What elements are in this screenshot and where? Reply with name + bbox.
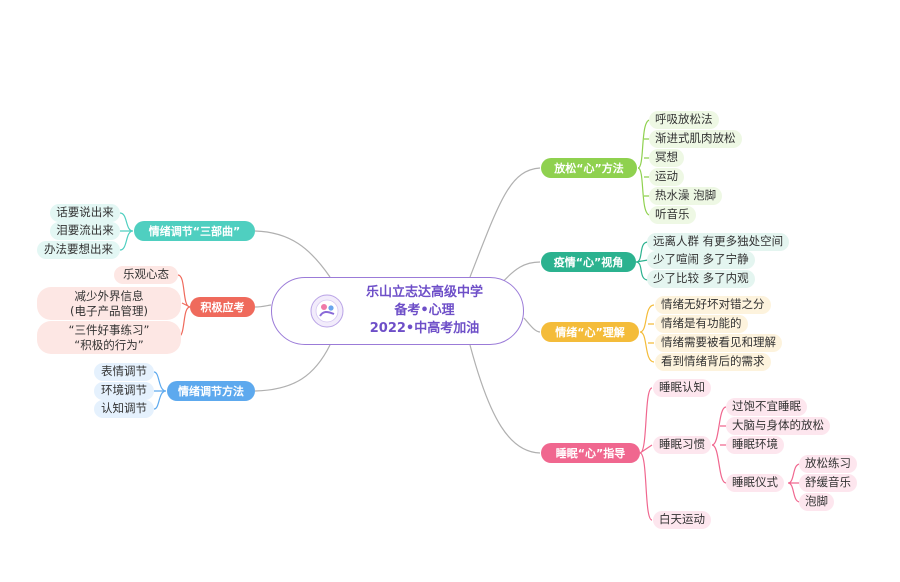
leaf-ritual-3[interactable]: 泡脚 xyxy=(799,493,834,511)
leaf-methods-1[interactable]: 表情调节 xyxy=(94,363,154,381)
title-line-2: 备考•心理 xyxy=(394,303,455,318)
leaf-emotion-1[interactable]: 情绪无好坏对错之分 xyxy=(655,296,771,314)
leaf-positive-3[interactable]: “三件好事练习” “积极的行为” xyxy=(37,321,181,354)
branch-relax[interactable]: 放松“心”方法 xyxy=(541,158,637,178)
leaf-label: 情绪是有功能的 xyxy=(661,316,742,331)
leaf-label: 看到情绪背后的需求 xyxy=(661,354,765,369)
leaf-habit-4[interactable]: 睡眠仪式 xyxy=(726,474,784,492)
branch-emotion-methods-label: 情绪调节方法 xyxy=(178,384,244,398)
title-line-1: 乐山立志达高级中学 xyxy=(365,285,483,300)
school-logo-icon xyxy=(310,294,344,328)
leaf-label: 大脑与身体的放松 xyxy=(732,418,824,433)
branch-positive-exam[interactable]: 积极应考 xyxy=(190,297,255,317)
branch-sleep-label: 睡眠“心”指导 xyxy=(555,446,626,460)
leaf-relax-6[interactable]: 听音乐 xyxy=(649,206,696,224)
leaf-relax-3[interactable]: 冥想 xyxy=(649,149,684,167)
branch-emotion-methods[interactable]: 情绪调节方法 xyxy=(167,381,255,401)
leaf-label: 渐进式肌肉放松 xyxy=(655,131,736,146)
leaf-label: 放松练习 xyxy=(805,456,851,471)
leaf-epidemic-2[interactable]: 少了喧闹 多了宁静 xyxy=(647,251,755,269)
branch-three-parts[interactable]: 情绪调节“三部曲” xyxy=(134,221,255,241)
leaf-methods-2[interactable]: 环境调节 xyxy=(94,382,154,400)
branch-epidemic[interactable]: 疫情“心”视角 xyxy=(541,252,636,272)
leaf-positive-1[interactable]: 乐观心态 xyxy=(114,266,178,284)
leaf-positive-3-line-2: “积极的行为” xyxy=(74,337,144,352)
leaf-positive-2[interactable]: 减少外界信息 (电子产品管理) xyxy=(37,287,181,320)
leaf-habit-1[interactable]: 过饱不宜睡眠 xyxy=(726,398,807,416)
leaf-label: 睡眠习惯 xyxy=(659,437,705,452)
leaf-label: 表情调节 xyxy=(101,364,147,379)
leaf-label: 少了比较 多了内观 xyxy=(653,271,749,286)
leaf-label: 环境调节 xyxy=(101,383,147,398)
leaf-label: 睡眠认知 xyxy=(659,380,705,395)
branch-relax-label: 放松“心”方法 xyxy=(554,161,624,175)
branch-emotion-understanding[interactable]: 情绪“心”理解 xyxy=(541,322,639,342)
leaf-emotion-2[interactable]: 情绪是有功能的 xyxy=(655,315,748,333)
leaf-three-parts-3[interactable]: 办法要想出来 xyxy=(37,241,120,259)
branch-epidemic-label: 疫情“心”视角 xyxy=(553,255,624,269)
branch-sleep[interactable]: 睡眠“心”指导 xyxy=(541,443,640,463)
leaf-positive-2-line-2: (电子产品管理) xyxy=(70,303,148,318)
leaf-label: 舒缓音乐 xyxy=(805,475,851,490)
leaf-sleep-cognition[interactable]: 睡眠认知 xyxy=(653,379,711,397)
leaf-label: 过饱不宜睡眠 xyxy=(732,399,801,414)
leaf-label: 睡眠仪式 xyxy=(732,475,778,490)
branch-positive-exam-label: 积极应考 xyxy=(200,300,245,314)
leaf-emotion-4[interactable]: 看到情绪背后的需求 xyxy=(655,353,771,371)
title-line-3: 2022•中高考加油 xyxy=(369,321,480,336)
leaf-label: 运动 xyxy=(655,169,678,184)
central-topic-title: 乐山立志达高级中学 备考•心理 2022•中高考加油 xyxy=(332,284,517,338)
leaf-label: 认知调节 xyxy=(101,401,147,416)
leaf-three-parts-2[interactable]: 泪要流出来 xyxy=(50,222,120,240)
leaf-sleep-daytime-exercise[interactable]: 白天运动 xyxy=(653,511,711,529)
leaf-emotion-3[interactable]: 情绪需要被看见和理解 xyxy=(655,334,782,352)
leaf-label: 呼吸放松法 xyxy=(655,112,713,127)
leaf-sleep-habits[interactable]: 睡眠习惯 xyxy=(653,436,711,454)
leaf-label: 远离人群 有更多独处空间 xyxy=(653,234,784,249)
leaf-label: 办法要想出来 xyxy=(44,242,113,257)
leaf-label: 情绪需要被看见和理解 xyxy=(661,335,776,350)
leaf-relax-1[interactable]: 呼吸放松法 xyxy=(649,111,719,129)
leaf-label: 白天运动 xyxy=(659,512,705,527)
leaf-label: 情绪无好坏对错之分 xyxy=(661,297,765,312)
branch-three-parts-label: 情绪调节“三部曲” xyxy=(148,224,241,238)
leaf-label: 泡脚 xyxy=(805,494,828,509)
central-topic[interactable]: 乐山立志达高级中学 备考•心理 2022•中高考加油 xyxy=(271,277,524,345)
leaf-three-parts-1[interactable]: 话要说出来 xyxy=(50,204,120,222)
leaf-relax-2[interactable]: 渐进式肌肉放松 xyxy=(649,130,742,148)
leaf-label: 听音乐 xyxy=(655,207,690,222)
leaf-label: 泪要流出来 xyxy=(56,223,114,238)
leaf-ritual-1[interactable]: 放松练习 xyxy=(799,455,857,473)
leaf-label: 热水澡 泡脚 xyxy=(655,188,717,203)
leaf-label: 少了喧闹 多了宁静 xyxy=(653,252,749,267)
branch-emotion-understanding-label: 情绪“心”理解 xyxy=(555,325,625,339)
leaf-label: 睡眠环境 xyxy=(732,437,778,452)
leaf-relax-4[interactable]: 运动 xyxy=(649,168,684,186)
leaf-ritual-2[interactable]: 舒缓音乐 xyxy=(799,474,857,492)
leaf-methods-3[interactable]: 认知调节 xyxy=(94,400,154,418)
leaf-label: 冥想 xyxy=(655,150,678,165)
leaf-label: 乐观心态 xyxy=(123,267,169,282)
leaf-habit-2[interactable]: 大脑与身体的放松 xyxy=(726,417,830,435)
leaf-positive-2-line-1: 减少外界信息 xyxy=(74,288,144,303)
leaf-epidemic-3[interactable]: 少了比较 多了内观 xyxy=(647,270,755,288)
leaf-relax-5[interactable]: 热水澡 泡脚 xyxy=(649,187,723,205)
leaf-positive-3-line-1: “三件好事练习” xyxy=(68,322,150,337)
leaf-label: 话要说出来 xyxy=(56,205,114,220)
leaf-habit-3[interactable]: 睡眠环境 xyxy=(726,436,784,454)
leaf-epidemic-1[interactable]: 远离人群 有更多独处空间 xyxy=(647,233,790,251)
